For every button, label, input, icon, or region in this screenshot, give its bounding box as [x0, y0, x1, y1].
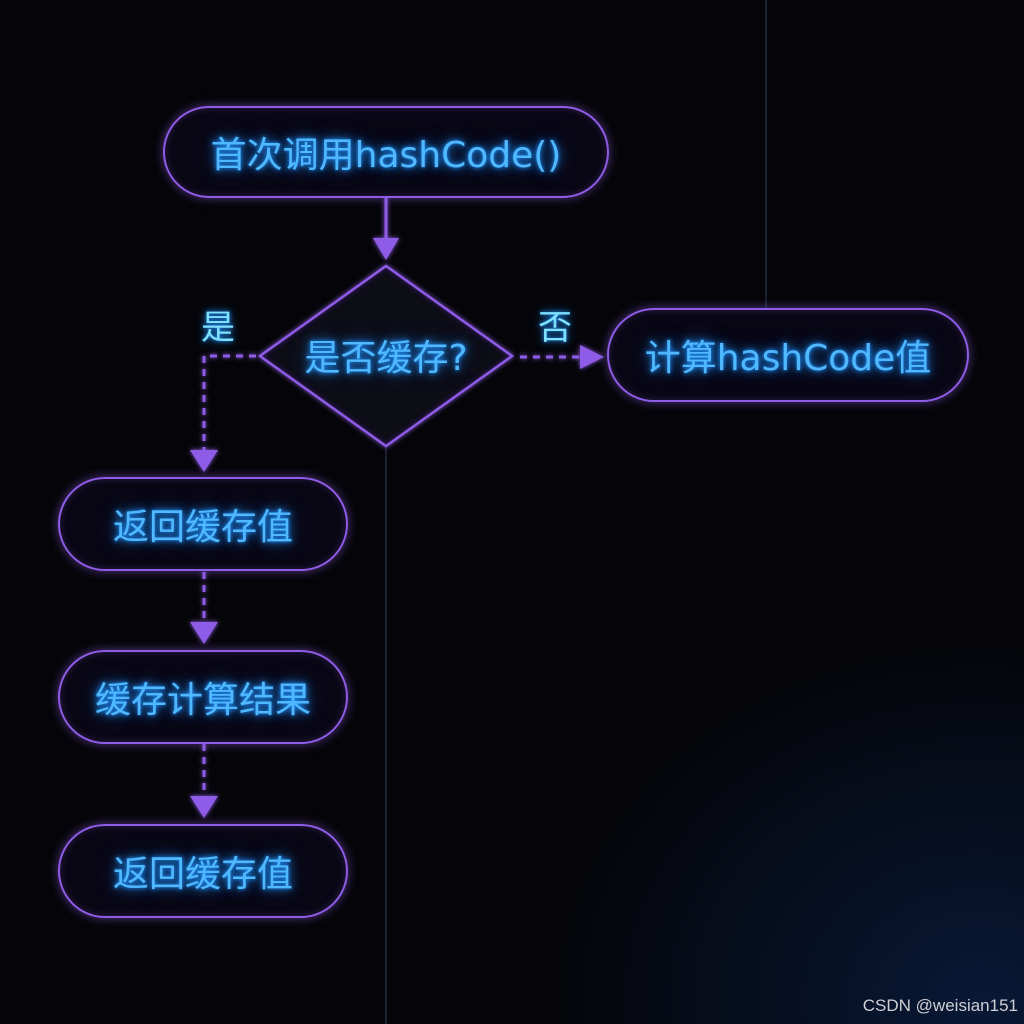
- watermark: CSDN @weisian151: [862, 996, 1018, 1015]
- edge-label-yes: 是: [201, 308, 235, 348]
- node-return-cached-1-label: 返回缓存值: [112, 507, 293, 548]
- node-compute: 计算hashCode值: [607, 308, 969, 402]
- edge-label-no: 否: [538, 308, 572, 348]
- edge-cache-to-return: [190, 744, 218, 818]
- node-start-label: 首次调用hashCode(): [210, 135, 562, 176]
- edge-no-branch: [520, 345, 604, 369]
- node-compute-label: 计算hashCode值: [644, 338, 932, 379]
- node-return-cached-1: 返回缓存值: [58, 477, 348, 571]
- node-decision: 是否缓存?: [286, 330, 486, 380]
- node-return-cached-2-label: 返回缓存值: [112, 854, 293, 895]
- node-return-cached-2: 返回缓存值: [58, 824, 348, 918]
- decision-diamond: [257, 264, 515, 448]
- node-start: 首次调用hashCode(): [163, 106, 609, 198]
- node-cache-result: 缓存计算结果: [58, 650, 348, 744]
- node-decision-label: 是否缓存?: [304, 338, 468, 379]
- edge-start-to-decision: [373, 198, 399, 260]
- edge-return-to-cache: [190, 572, 218, 644]
- node-cache-result-label: 缓存计算结果: [94, 680, 311, 721]
- edge-yes-branch: [190, 354, 256, 472]
